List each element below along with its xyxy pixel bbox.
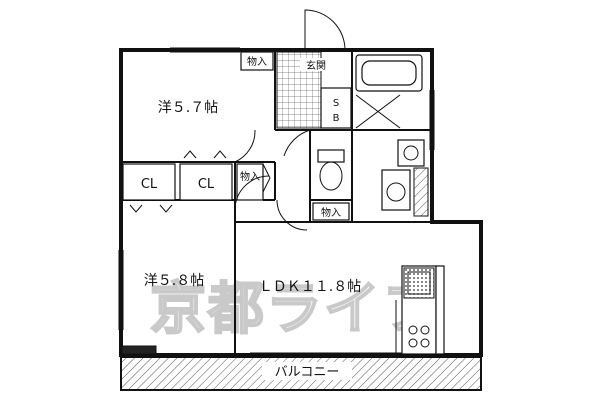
watermark: 京都ライフ [150,277,440,342]
stove-burners [408,325,430,348]
room-western-1: 洋５.７帖 [158,100,218,116]
closets: CL CL [122,150,233,213]
room-doors[interactable] [234,129,308,231]
storage-top-label: 物入 [247,55,267,68]
room-ldk: ＬＤＫ１１.８帖 [259,279,361,295]
balcony: バルコニー [120,356,482,391]
storage-bottom-label: 物入 [321,206,341,219]
bathtub [355,54,423,129]
room-western-2: 洋５.８帖 [144,273,204,289]
balcony-label: バルコニー [275,365,340,380]
shoe-box-label-s: S [333,98,339,109]
entrance-area: 玄関 [276,51,332,129]
shoe-box-label-b: B [333,113,340,124]
washroom [381,139,429,217]
entrance-label: 玄関 [306,59,326,72]
storage-top: 物入 [240,51,274,71]
balcony-hatch [121,345,157,355]
storage-mid: 物入 [236,163,271,201]
storage-bottom: 物入 [312,202,350,221]
storage-mid-label: 物入 [240,170,260,183]
toilet [283,129,345,191]
closet-right-label: CL [198,177,215,192]
exterior-walls [119,48,483,357]
kitchen [395,265,445,355]
entrance-door[interactable] [304,9,346,51]
shoe-box: S B [320,87,352,129]
closet-left-label: CL [141,177,158,192]
